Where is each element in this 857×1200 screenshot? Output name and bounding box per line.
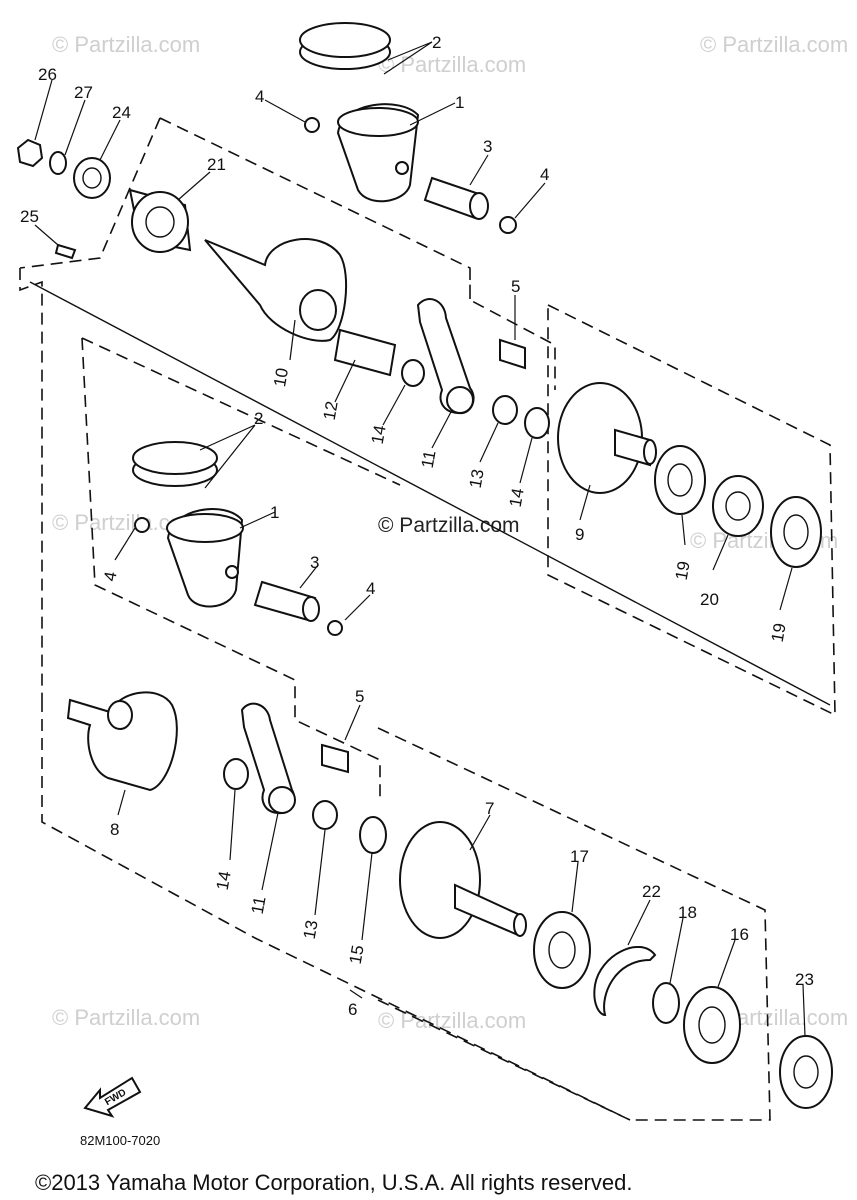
fwd-arrow: FWD bbox=[83, 1076, 142, 1118]
small-end-bearing-lower bbox=[321, 743, 349, 774]
callout-23: 23 bbox=[795, 970, 814, 989]
lower-rod-group bbox=[240, 702, 387, 854]
needle-bearing-12 bbox=[333, 328, 397, 377]
watermark: © Partzilla.com bbox=[52, 32, 200, 57]
leader-lines bbox=[34, 41, 806, 1037]
piston-ring-set-lower bbox=[132, 441, 218, 487]
watermark: © Partzilla.com bbox=[700, 32, 848, 57]
lower-right-outline bbox=[377, 727, 771, 1121]
assembly-outlines bbox=[19, 117, 836, 1121]
callout-21: 21 bbox=[207, 155, 226, 174]
callout-19: 19 bbox=[768, 622, 790, 644]
oil-seal-24 bbox=[73, 157, 111, 199]
callout-13: 13 bbox=[300, 919, 322, 941]
crank-half-8 bbox=[66, 691, 178, 792]
callout-3: 3 bbox=[483, 137, 492, 156]
copyright-notice: ©2013 Yamaha Motor Corporation, U.S.A. A… bbox=[35, 1170, 632, 1195]
bearing-17 bbox=[533, 911, 591, 989]
center-watermark: © Partzilla.com bbox=[378, 514, 520, 537]
callout-20: 20 bbox=[700, 590, 719, 609]
piston-upper bbox=[336, 103, 420, 203]
main-assembly-line bbox=[29, 281, 831, 706]
circlip-upper-right bbox=[499, 216, 517, 234]
left-hardware bbox=[16, 138, 111, 260]
right-crank-lower bbox=[399, 821, 833, 1109]
watermark: © Partzilla.com bbox=[378, 52, 526, 77]
callout-3: 3 bbox=[310, 553, 319, 572]
callout-14: 14 bbox=[506, 487, 528, 509]
oil-seal-23 bbox=[779, 1035, 833, 1109]
woodruff-key bbox=[54, 243, 77, 260]
upper-right-outline bbox=[547, 303, 836, 717]
crank-disc-7 bbox=[399, 821, 481, 939]
upper-crank-half bbox=[128, 188, 347, 342]
bearing-16 bbox=[683, 986, 741, 1064]
lower-crank-half bbox=[66, 691, 249, 792]
callout-labels: 2 1 3 4 4 26 27 24 21 25 5 10 12 14 11 1… bbox=[20, 33, 814, 1019]
upper-rod-group bbox=[333, 298, 550, 439]
nut-20 bbox=[712, 475, 764, 537]
callout-25: 25 bbox=[20, 207, 39, 226]
washer-18 bbox=[652, 982, 680, 1024]
lower-piston-group bbox=[132, 441, 343, 636]
callout-4: 4 bbox=[366, 579, 375, 598]
callout-12: 12 bbox=[320, 400, 342, 422]
middle-outline bbox=[81, 337, 401, 800]
diagram-code: 82M100-7020 bbox=[80, 1133, 160, 1148]
callout-5: 5 bbox=[511, 277, 520, 296]
watermark: © Partzilla.com bbox=[52, 1005, 200, 1030]
callout-27: 27 bbox=[74, 83, 93, 102]
callout-8: 8 bbox=[110, 820, 119, 839]
callout-1: 1 bbox=[270, 503, 279, 522]
callout-17: 17 bbox=[570, 847, 589, 866]
piston-lower bbox=[166, 508, 244, 608]
snap-ring-22 bbox=[593, 945, 657, 1017]
upper-piston-group bbox=[299, 22, 517, 234]
callout-4: 4 bbox=[255, 87, 264, 106]
callout-24: 24 bbox=[112, 103, 131, 122]
callout-2: 2 bbox=[432, 33, 441, 52]
right-crank-upper bbox=[557, 382, 822, 568]
callout-16: 16 bbox=[730, 925, 749, 944]
callout-11: 11 bbox=[248, 895, 270, 916]
callout-18: 18 bbox=[678, 903, 697, 922]
callout-1: 1 bbox=[455, 93, 464, 112]
callout-13: 13 bbox=[466, 468, 488, 490]
circlip-lower-right bbox=[327, 620, 343, 636]
watermark: © Partzilla.com bbox=[378, 1008, 526, 1033]
small-end-bearing-upper bbox=[499, 338, 526, 370]
callout-22: 22 bbox=[642, 882, 661, 901]
washer-15 bbox=[359, 816, 387, 854]
callout-5: 5 bbox=[355, 687, 364, 706]
circlip-lower-left bbox=[134, 517, 150, 533]
callout-9: 9 bbox=[575, 525, 584, 544]
callout-15: 15 bbox=[346, 944, 368, 966]
outer-left-outline bbox=[19, 268, 631, 1121]
bearing-19-right bbox=[770, 496, 822, 568]
bearing-19-left bbox=[654, 445, 706, 515]
callout-4: 4 bbox=[540, 165, 549, 184]
callout-14: 14 bbox=[368, 424, 390, 446]
nut bbox=[16, 138, 44, 168]
callout-6: 6 bbox=[348, 1000, 357, 1019]
upper-crank-outline bbox=[19, 117, 556, 390]
callout-7: 7 bbox=[485, 799, 494, 818]
callout-10: 10 bbox=[270, 366, 292, 388]
circlip-upper-left bbox=[304, 117, 320, 133]
piston-pin-lower bbox=[253, 580, 320, 622]
callout-19: 19 bbox=[672, 560, 694, 582]
callout-2: 2 bbox=[254, 409, 263, 428]
callout-11: 11 bbox=[418, 449, 440, 470]
washer bbox=[49, 151, 67, 175]
callout-14: 14 bbox=[213, 870, 235, 892]
callout-26: 26 bbox=[38, 65, 57, 84]
callout-4: 4 bbox=[100, 570, 120, 583]
piston-pin-upper bbox=[423, 176, 489, 220]
piston-ring-set-upper bbox=[299, 22, 391, 70]
